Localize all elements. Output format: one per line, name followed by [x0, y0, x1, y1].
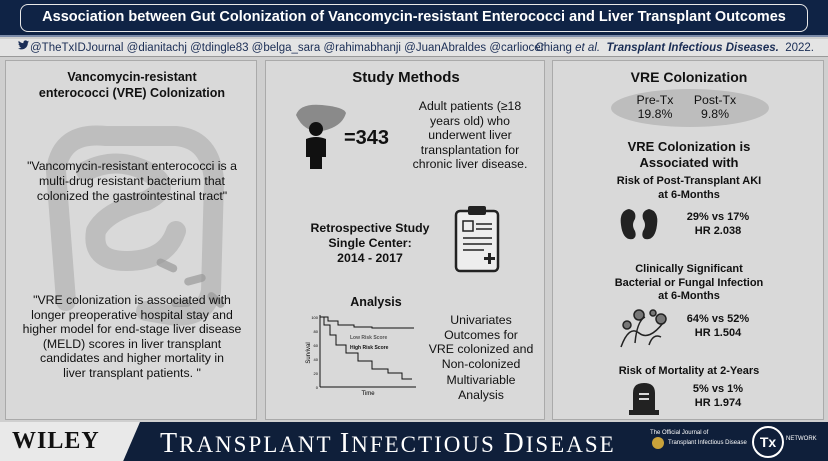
- km-tick: 80: [314, 329, 319, 334]
- km-y-label: Survival: [306, 342, 312, 363]
- infection-line1: Clinically Significant: [635, 263, 743, 275]
- journal-word: RANSPLANT: [179, 432, 340, 457]
- journal-word: ISEASE: [525, 432, 616, 457]
- panel-background: Study Methods =343 Adult patients (≥18 y…: [265, 60, 545, 420]
- post-tx-label: Post-Tx: [693, 93, 737, 107]
- citation-journal: Transplant Infectious Diseases.: [606, 42, 779, 54]
- mortality-stat1: 5% vs 1%: [692, 383, 744, 395]
- pre-tx-value: 19.8%: [637, 107, 673, 121]
- infection-stat1: 64% vs 52%: [686, 313, 750, 325]
- journal-word: NFECTIOUS: [351, 432, 504, 457]
- panel2-title: Study Methods: [352, 69, 460, 86]
- km-high-risk-label: High Risk Score: [350, 345, 389, 351]
- pre-tx-label: Pre-Tx: [636, 93, 674, 107]
- analysis-line6: Analysis: [458, 387, 504, 402]
- journal-cap: I: [339, 428, 352, 459]
- quote1-line2: multi-drug resistant bacterium that: [39, 174, 225, 188]
- patients-line3: underwent liver: [428, 128, 512, 143]
- analysis-line4: Non-colonized: [441, 356, 521, 371]
- post-tx-value: 9.8%: [700, 107, 730, 121]
- design-line1: Retrospective Study: [310, 221, 430, 235]
- social-bar: @TheTxIDJournal @dianitachj @tdingle83 @…: [0, 39, 828, 57]
- patients-line5: chronic liver disease.: [412, 157, 528, 172]
- analysis-line3: VRE colonized and: [428, 342, 534, 357]
- official-journal-label: The Official Journal of: [650, 430, 709, 436]
- quote1-line3: colonized the gastrointestinal tract": [36, 189, 228, 203]
- panel3-title: VRE Colonization: [630, 69, 748, 85]
- aki-line1: Risk of Post-Transplant AKI: [616, 175, 762, 187]
- journal-name: TRANSPLANT INFECTIOUS DISEASE: [160, 428, 616, 460]
- microbe-icon: [620, 309, 667, 348]
- panel-background: Vancomycin-resistant enterococci (VRE) C…: [5, 60, 257, 420]
- km-low-risk-label: Low Risk Score: [350, 335, 387, 341]
- journal-cap: D: [503, 428, 526, 459]
- analysis-line2: Outcomes for: [444, 327, 518, 342]
- km-tick: 100: [311, 315, 318, 320]
- tx-network-logo: Tx: [752, 426, 784, 458]
- intestine-illustration: [46, 125, 225, 326]
- mortality-stat2: HR 1.974: [694, 396, 742, 409]
- km-tick: 0: [316, 385, 319, 390]
- patient-count: =343: [344, 127, 390, 149]
- infection-line2: Bacterial or Fungal Infection: [614, 276, 764, 289]
- patient-liver-icon: [296, 104, 346, 169]
- patients-line2: years old) who: [430, 113, 510, 128]
- km-tick: 60: [314, 343, 319, 348]
- assoc-line2: Associated with: [639, 154, 739, 170]
- author-handles: @TheTxIDJournal @dianitachj @tdingle83 @…: [30, 42, 545, 54]
- quote2-line3: higher model for end-stage liver disease: [22, 322, 242, 337]
- citation-year: 2022.: [785, 42, 814, 54]
- assoc-line1: VRE Colonization is: [627, 139, 751, 154]
- aki-stat1: 29% vs 17%: [686, 211, 750, 223]
- panel-background: VRE Colonization Pre-Tx 19.8% Post-Tx 9.…: [552, 60, 824, 420]
- society-seal-icon: [652, 437, 664, 449]
- km-high-risk-curve: [320, 316, 412, 380]
- km-x-label: Time: [361, 391, 375, 397]
- infection-stat2: HR 1.504: [694, 326, 742, 339]
- clipboard-icon: [454, 206, 500, 273]
- aki-line2: at 6-Months: [658, 188, 720, 201]
- panel1-title-line2: enterococci (VRE) Colonization: [38, 86, 226, 100]
- aki-stat2: HR 2.038: [694, 224, 742, 237]
- citation: Chiang et al. Transplant Infectious Dise…: [535, 39, 814, 57]
- quote2-line2: longer preoperative hospital stay and: [31, 307, 233, 322]
- footer-bar: WILEY TRANSPLANT INFECTIOUS DISEASE The …: [0, 422, 828, 461]
- patients-line4: transplantation for: [420, 142, 520, 157]
- design-line2: Single Center:: [328, 236, 412, 250]
- title-bar: Association between Gut Colonization of …: [0, 0, 828, 37]
- quote2-line1: "VRE colonization is associated with: [33, 293, 231, 307]
- journal-cap: T: [160, 428, 180, 459]
- tx-network-label: NETWORK: [786, 436, 817, 442]
- infographic-title: Association between Gut Colonization of …: [20, 4, 808, 32]
- quote2-line5: candidates and higher mortality in: [40, 351, 224, 366]
- panel1-title-line1: Vancomycin-resistant: [67, 70, 197, 84]
- patients-line1: Adult patients (≥18: [418, 99, 522, 113]
- kaplan-meier-plot: 100 80 60 40 20 0 Low Risk Score High Ri…: [306, 315, 416, 397]
- quote2-line4: (MELD) scores in liver transplant: [42, 336, 222, 351]
- analysis-title: Analysis: [350, 295, 402, 309]
- quote2-line6: liver transplant patients. ": [63, 365, 201, 380]
- mortality-line1: Risk of Mortality at 2-Years: [618, 365, 760, 377]
- quote1-line1: "Vancomycin-resistant enterococci is a: [27, 159, 237, 173]
- tombstone-icon: [629, 383, 659, 415]
- citation-etal: et al.: [575, 42, 601, 54]
- km-tick: 20: [314, 371, 319, 376]
- km-low-risk-curve: [320, 316, 414, 329]
- analysis-line5: Multivariable: [446, 373, 516, 387]
- design-line3: 2014 - 2017: [337, 251, 403, 265]
- km-tick: 40: [314, 357, 319, 362]
- wiley-logo: WILEY: [0, 422, 140, 461]
- twitter-bird-icon: [18, 40, 29, 50]
- kidneys-icon: [620, 209, 658, 240]
- official-journal-society: Transplant Infectious Disease: [668, 440, 747, 446]
- citation-author: Chiang: [535, 42, 572, 54]
- infection-line3: at 6-Months: [658, 290, 720, 302]
- colonization-oval: [611, 89, 769, 127]
- analysis-line1: Univariates: [450, 313, 512, 327]
